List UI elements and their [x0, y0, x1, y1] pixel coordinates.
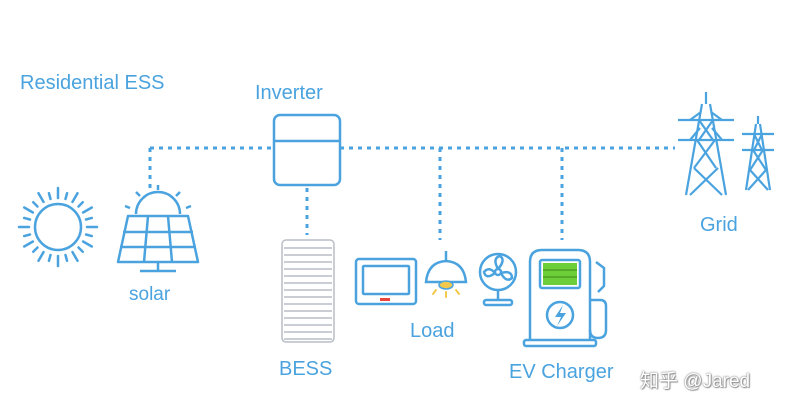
ev-charger-label: EV Charger	[509, 361, 614, 383]
inverter-label: Inverter	[255, 82, 323, 104]
sun-ray	[47, 191, 52, 201]
sun-ray	[84, 216, 94, 221]
solar-panel-icon	[116, 185, 200, 273]
watermark: 知乎 @Jared	[640, 371, 751, 392]
connection-lines	[148, 146, 675, 240]
bess-label: BESS	[279, 358, 333, 380]
monitor-icon	[354, 257, 418, 306]
sun-ray	[71, 250, 79, 263]
ev-charger-icon	[522, 248, 608, 348]
diagram-title: Residential ESS	[20, 72, 165, 94]
sun-ray	[81, 206, 94, 214]
sun-ray	[37, 250, 45, 263]
sun-ray	[71, 191, 79, 204]
load-label: Load	[410, 320, 455, 342]
sun-ray	[32, 246, 39, 253]
sun-ray	[22, 216, 32, 221]
inverter-icon	[272, 113, 342, 187]
transmission-tower-icon	[678, 92, 774, 196]
fan-icon	[478, 252, 518, 307]
sun-ray	[84, 233, 94, 238]
sun-ray	[47, 253, 52, 263]
lamp-icon	[424, 251, 468, 298]
sun-ray	[81, 240, 94, 248]
sun-ray	[77, 246, 84, 253]
sun-ray	[37, 191, 45, 204]
sun-ray	[64, 253, 69, 263]
battery-stack-icon	[281, 239, 335, 343]
solar-label: solar	[129, 284, 171, 305]
sun-icon	[17, 186, 99, 268]
sun-ray	[22, 233, 32, 238]
grid-label: Grid	[700, 214, 738, 236]
sun-ray	[22, 240, 35, 248]
sun-ray	[64, 191, 69, 201]
sun-ray	[77, 201, 84, 208]
sun-ray	[32, 201, 39, 208]
sun-ray	[22, 206, 35, 214]
